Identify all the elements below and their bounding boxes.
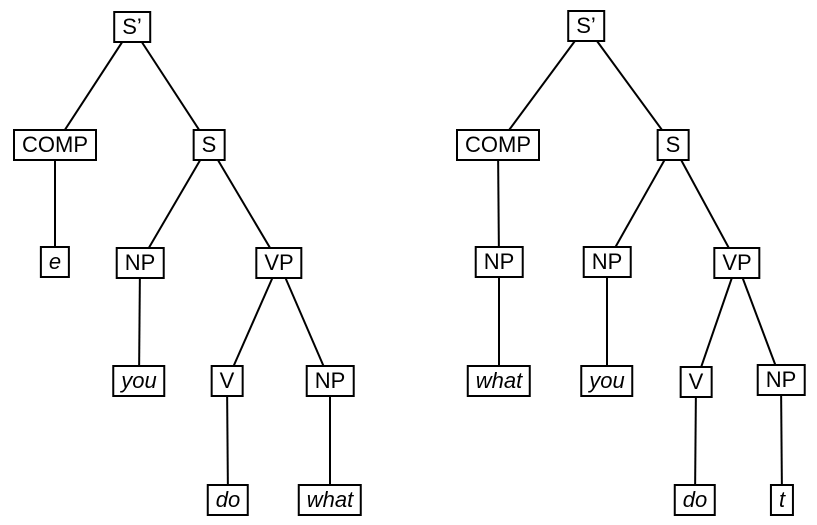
tree-node-left-tree-you: you [112,365,166,397]
tree-edge-left-tree-s-bar-s [131,26,210,146]
tree-node-right-tree-np-obj: NP [756,364,806,396]
tree-node-left-tree-comp: COMP [13,129,97,161]
tree-node-right-tree-vp: VP [713,247,761,279]
tree-node-left-tree-v: V [210,365,244,397]
tree-node-right-tree-np-subj: NP [582,246,632,278]
tree-edge-right-tree-vp-np-obj [736,262,782,381]
tree-edge-left-tree-np-subj-you [138,262,141,382]
tree-node-left-tree-what: what [297,484,363,516]
tree-node-left-tree-np-obj: NP [305,365,355,397]
tree-edge-left-tree-s-np-subj [139,144,210,264]
tree-node-left-tree-do: do [206,484,250,516]
tree-node-right-tree-s-bar: S’ [567,10,605,42]
tree-edge-left-tree-s-vp [208,144,280,264]
tree-edge-right-tree-comp-np-comp [497,144,500,263]
tree-node-right-tree-t: t [769,484,795,516]
tree-edge-right-tree-v-do [694,381,697,501]
tree-node-right-tree-comp: COMP [456,129,540,161]
tree-node-left-tree-vp: VP [255,247,303,279]
tree-edge-right-tree-s-vp [672,144,738,264]
tree-node-right-tree-v: V [679,366,713,398]
tree-node-right-tree-you: you [580,365,634,397]
tree-edge-left-tree-s-bar-comp [54,26,133,146]
tree-node-left-tree-e: e [39,246,71,278]
tree-edge-left-tree-vp-np-obj [278,262,331,382]
tree-node-right-tree-np-comp: NP [474,246,524,278]
tree-edge-right-tree-s-np-subj [606,144,674,263]
tree-edge-left-tree-vp-v [226,262,280,382]
tree-node-right-tree-do: do [673,484,717,516]
tree-node-left-tree-np-subj: NP [115,247,165,279]
tree-edge-left-tree-v-do [226,380,229,501]
tree-node-left-tree-s: S [192,129,226,161]
tree-edge-right-tree-s-bar-s [585,25,674,146]
tree-node-right-tree-s: S [656,129,690,161]
tree-edge-right-tree-s-bar-comp [497,25,587,146]
tree-edge-right-tree-np-obj-t [780,379,783,501]
tree-node-right-tree-what: what [466,365,532,397]
tree-node-left-tree-s-bar: S’ [113,11,151,43]
tree-edge-right-tree-vp-v [695,262,738,383]
